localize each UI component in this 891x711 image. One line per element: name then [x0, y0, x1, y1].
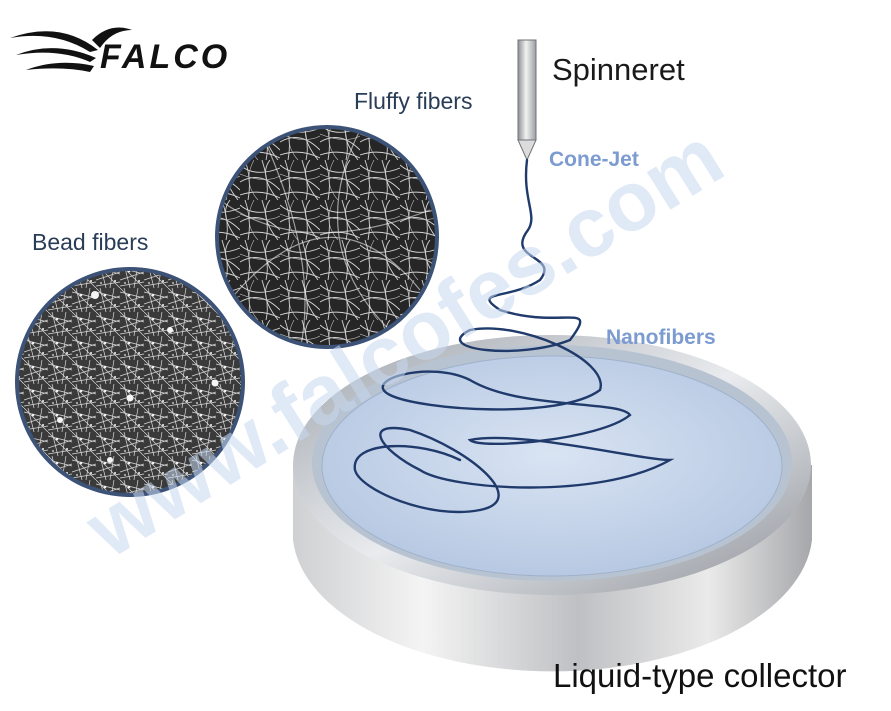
spinneret-needle: [517, 39, 537, 162]
falco-logo-text: FALCO: [100, 38, 231, 76]
cone-jet-label: Cone-Jet: [549, 148, 639, 171]
nanofiber-jet: [353, 158, 675, 514]
bead-fibers-label: Bead fibers: [32, 229, 149, 255]
fluffy-fibers-label: Fluffy fibers: [354, 88, 473, 114]
nanofibers-label: Nanofibers: [606, 326, 716, 349]
collector-label: Liquid-type collector: [553, 657, 847, 694]
liquid-surface: [322, 356, 782, 576]
spinneret-label: Spinneret: [552, 52, 685, 87]
fluffy-fibers-micrograph: [215, 125, 439, 349]
liquid-collector-dish: [293, 335, 812, 672]
bead-fibers-micrograph: [15, 267, 245, 497]
wing-logo-icon: [10, 27, 132, 72]
